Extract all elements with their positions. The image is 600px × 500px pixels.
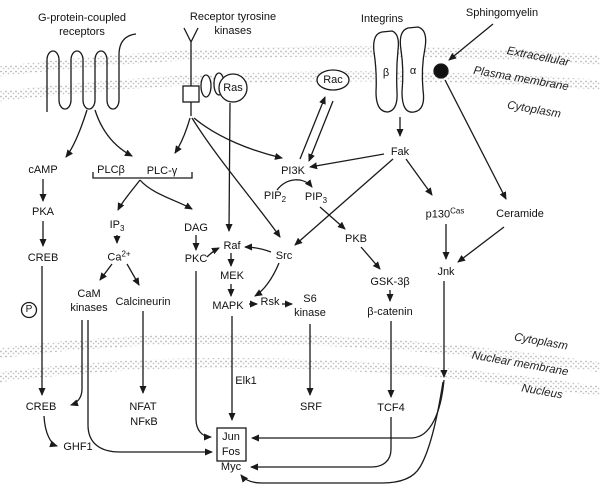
edge-rtk-pi3k bbox=[193, 117, 283, 160]
edge-pkc-jun bbox=[195, 271, 212, 441]
jun-fos-box bbox=[216, 427, 247, 462]
integrin-alpha-label: α bbox=[409, 65, 417, 77]
sphingomyelin-dot bbox=[433, 63, 449, 79]
edge-pi3k-rac bbox=[299, 96, 326, 160]
edge-pip2-pip3 bbox=[276, 179, 313, 191]
node-raf: Raf bbox=[223, 240, 241, 252]
nuclear-membrane-inner bbox=[0, 357, 600, 397]
node-gsk3b: GSK-3β bbox=[370, 276, 410, 288]
edge-camkinases-fos bbox=[87, 320, 213, 456]
node-ceramide: Ceramide bbox=[496, 208, 544, 220]
edge-src-raf bbox=[244, 243, 272, 253]
integrin-beta-subunit bbox=[373, 30, 400, 113]
rtk-adaptor-1 bbox=[200, 74, 212, 98]
node-src: Src bbox=[275, 250, 293, 262]
edge-dot-ceramide bbox=[444, 79, 507, 200]
rac-ellipse bbox=[316, 69, 350, 91]
node-tcf4: TCF4 bbox=[377, 402, 405, 414]
node-jun: Jun bbox=[222, 431, 240, 443]
node-beta-catenin: β-catenin bbox=[367, 306, 413, 318]
phospho-circle bbox=[20, 301, 38, 319]
edge-rtk-src bbox=[191, 117, 281, 238]
node-creb-nucleus: CREB bbox=[25, 401, 57, 413]
integrin-beta-label: β bbox=[382, 67, 390, 79]
integrin-alpha-subunit bbox=[399, 26, 427, 113]
node-ghf1: GHF1 bbox=[63, 441, 93, 453]
edge-ras-raf bbox=[225, 102, 233, 232]
edge-fak-p130cas bbox=[405, 158, 433, 196]
node-pip2: PIP2 bbox=[263, 189, 287, 205]
edge-pkc-raf bbox=[206, 247, 220, 258]
node-pka: PKA bbox=[31, 206, 55, 218]
gpcr-serpentine-receptor bbox=[46, 33, 137, 112]
ras-circle bbox=[218, 73, 248, 103]
plc-bracket bbox=[92, 172, 193, 179]
edge-pkb-gsk3b bbox=[360, 246, 381, 270]
edge-camkinases-nuclearcreb bbox=[70, 320, 83, 407]
node-nfat: NFAT bbox=[129, 401, 157, 413]
node-elk1: Elk1 bbox=[235, 375, 257, 387]
node-plc-beta: PLCβ bbox=[97, 164, 125, 176]
edge-ceramide-jnk bbox=[457, 226, 505, 263]
edge-pip3-pkb bbox=[319, 206, 346, 230]
node-ip3: IP3 bbox=[109, 218, 125, 234]
node-creb-cytoplasm: CREB bbox=[27, 252, 59, 264]
rac-label: Rac bbox=[323, 74, 343, 86]
node-srf: SRF bbox=[300, 401, 322, 413]
node-calcineurin: Calcineurin bbox=[115, 296, 171, 308]
node-plc-gamma: PLC-γ bbox=[146, 165, 178, 177]
rtk-receptor bbox=[183, 27, 199, 116]
edge-ca-camkinases bbox=[99, 263, 113, 281]
sphingomyelin-label: Sphingomyelin bbox=[465, 7, 539, 19]
node-jnk: Jnk bbox=[437, 266, 455, 278]
edge-plc-ip3 bbox=[117, 179, 141, 211]
node-myc: Myc bbox=[220, 461, 242, 473]
plasma-membrane-inner bbox=[0, 71, 600, 102]
node-rsk: Rsk bbox=[260, 296, 280, 308]
ras-label: Ras bbox=[223, 82, 243, 94]
phospho-label: P bbox=[25, 304, 33, 315]
edge-rtk-plcgamma bbox=[174, 117, 191, 154]
node-fak: Fak bbox=[390, 146, 410, 158]
node-p130cas: p130Cas bbox=[425, 206, 465, 221]
node-pi3k: PI3K bbox=[281, 165, 305, 177]
edge-fak-src bbox=[294, 158, 394, 246]
edge-jnk-myc bbox=[240, 381, 444, 484]
nuclear-membrane-outer bbox=[0, 333, 600, 373]
edge-tcf4-myc bbox=[250, 417, 392, 471]
node-camp: cAMP bbox=[28, 164, 58, 176]
node-pip3: PIP3 bbox=[304, 190, 328, 206]
edge-gpcr-camp bbox=[65, 109, 88, 158]
edge-src-mapk bbox=[254, 262, 280, 297]
edge-nuclearcreb-ghf1 bbox=[43, 415, 58, 448]
node-fos: Fos bbox=[221, 446, 241, 458]
plasma-membrane-bands bbox=[0, 46, 600, 102]
plasma-membrane-outer bbox=[0, 46, 600, 77]
edge-plc-dag bbox=[139, 179, 193, 210]
node-pkb: PKB bbox=[344, 233, 368, 245]
node-pkc: PKC bbox=[184, 253, 208, 265]
rtk-kinase-domain bbox=[182, 85, 200, 103]
edge-sphingomyelin-dot bbox=[448, 23, 494, 61]
node-mapk: MAPK bbox=[212, 300, 244, 312]
edge-ca-calcineurin bbox=[126, 263, 140, 286]
node-nfkb: NFκB bbox=[130, 416, 158, 428]
edge-gpcr-plcbeta bbox=[94, 109, 133, 157]
edge-fak-pi3k bbox=[309, 153, 385, 170]
edge-rac-pi3k bbox=[308, 100, 334, 162]
node-mek: MEK bbox=[220, 270, 244, 282]
edge-jnk-jun bbox=[251, 379, 445, 442]
node-dag: DAG bbox=[184, 222, 208, 234]
node-ca2plus: Ca2+ bbox=[107, 249, 131, 264]
integrins-label: Integrins bbox=[360, 13, 404, 25]
nuclear-membrane-bands bbox=[0, 333, 600, 397]
